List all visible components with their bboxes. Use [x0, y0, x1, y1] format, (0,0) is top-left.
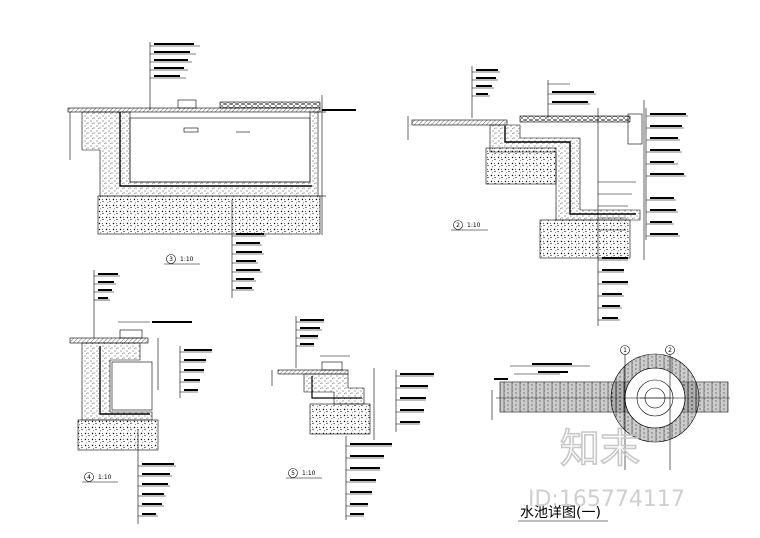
sheet-title-text: 水池详图(一) [520, 505, 601, 521]
section-4-label: 4 1:10 [82, 472, 118, 483]
section-4-detail [69, 270, 212, 524]
section-5-number: 5 [291, 470, 295, 477]
section-3-detail [67, 42, 326, 298]
sheet-title: 水池详图(一) [518, 505, 608, 522]
section-5-notes [300, 319, 434, 515]
section-2-notes [476, 69, 686, 319]
fountain-plan [491, 350, 730, 470]
section-3-scale: 1:10 [180, 256, 194, 263]
section-5-detail [271, 316, 434, 520]
section-5-scale: 1:10 [302, 470, 316, 477]
section-4-scale: 1:10 [98, 474, 112, 481]
axis-marker-2: 2 [668, 347, 672, 354]
section-4-number: 4 [87, 474, 91, 481]
section-4-notes [98, 273, 212, 515]
watermark: 知末 ID:165774117 [528, 425, 685, 512]
plan-axis-markers: 1 2 [620, 345, 675, 355]
section-2-label: 2 1:10 [451, 220, 488, 231]
section-3-number: 3 [169, 256, 173, 263]
section-5-label: 5 1:10 [286, 468, 322, 479]
watermark-logo: 知末 [560, 426, 640, 472]
plan-notes [494, 363, 572, 380]
section-3-notes [154, 43, 356, 289]
section-2-detail [407, 66, 688, 326]
section-3-label: 3 1:10 [164, 254, 200, 265]
axis-marker-1: 1 [623, 347, 627, 354]
section-2-number: 2 [456, 222, 460, 229]
watermark-id: ID:165774117 [528, 487, 685, 512]
section-2-scale: 1:10 [467, 222, 481, 229]
